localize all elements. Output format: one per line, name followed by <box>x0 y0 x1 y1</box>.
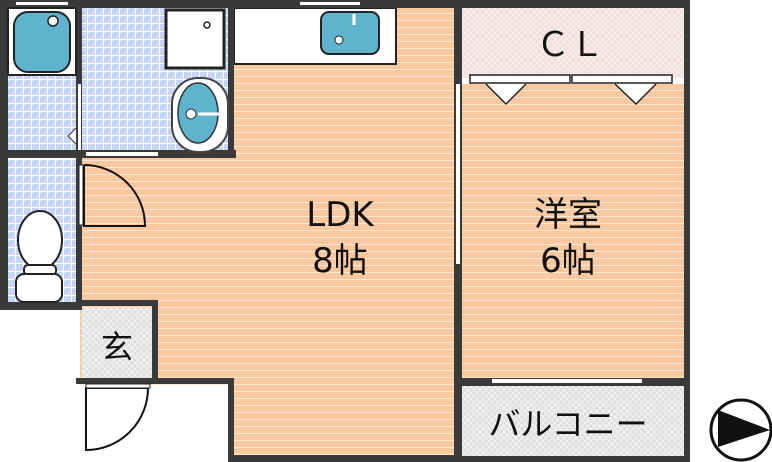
closet-label: ＣＬ <box>536 25 604 65</box>
entrance-door-swing <box>85 387 150 452</box>
compass-icon <box>709 398 772 462</box>
ldk-label: LDK <box>306 195 375 235</box>
bathtub-icon <box>7 7 77 76</box>
closet-doors <box>469 74 673 106</box>
western-room-label: 洋室 <box>534 195 602 235</box>
entrance-floor <box>82 308 154 380</box>
toilet-icon <box>15 210 63 303</box>
bath-door-marker <box>67 127 77 145</box>
ldk-size: 8帖 <box>312 241 368 281</box>
entrance-label: 玄 <box>101 328 133 366</box>
closet-floor <box>462 8 686 78</box>
western-room-floor <box>462 84 686 380</box>
balcony-label: バルコニー <box>488 405 647 443</box>
bath-floor <box>8 75 78 153</box>
western-room-size: 6帖 <box>540 241 596 281</box>
balcony-floor <box>462 386 684 456</box>
kitchen-sink-icon <box>320 11 380 55</box>
ldk-door-swing <box>83 164 147 227</box>
washing-machine-icon <box>164 8 226 70</box>
wash-basin-icon <box>171 77 229 153</box>
